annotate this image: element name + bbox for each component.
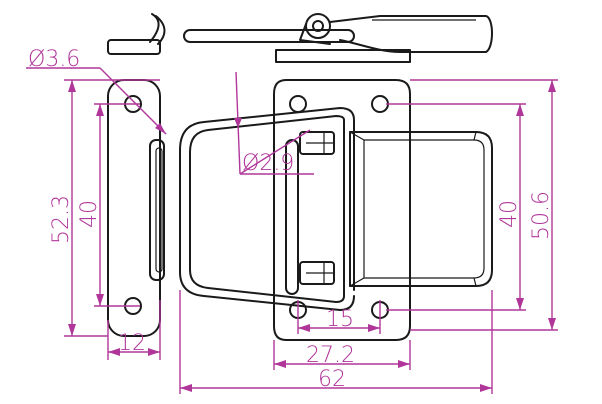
- dim-overall-length: 62: [318, 367, 346, 392]
- dim-left-plate-height: 52.3: [49, 195, 74, 244]
- keeper-plate: [107, 79, 165, 337]
- base-hole-top-left: [289, 95, 307, 113]
- hinge-knuckles: [299, 131, 335, 285]
- base-hole-top-right: [371, 95, 389, 113]
- top-view-keeper: [107, 13, 166, 55]
- dimension-labels: Ø3.6 Ø2.9 52.3 40 12 40 50.6 15 27.2 62: [28, 47, 554, 392]
- dim-left-hole-spacing: 40: [77, 200, 102, 228]
- dim-right-hole-horizontal: 15: [326, 307, 354, 332]
- top-view-latch: [183, 13, 493, 63]
- dimension-lines: [26, 67, 558, 394]
- dim-right-plate-height: 50.6: [529, 191, 554, 240]
- dim-right-plate-width: 27.2: [306, 343, 355, 368]
- dim-hole-diameter: Ø3.6: [28, 47, 80, 72]
- wire-loop: [179, 107, 355, 311]
- dim-pin-diameter: Ø2.9: [242, 151, 294, 176]
- dim-right-hole-spacing: 40: [497, 200, 522, 228]
- lever-body: [349, 131, 493, 287]
- dim-left-plate-width: 12: [118, 331, 146, 356]
